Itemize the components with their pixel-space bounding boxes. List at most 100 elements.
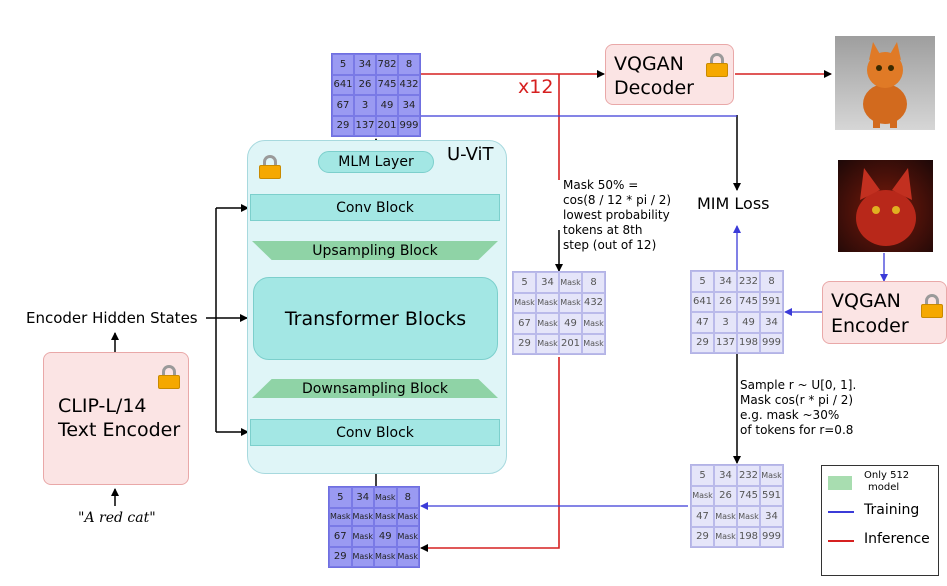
token-cell: 26 — [714, 485, 737, 506]
token-cell: 745 — [737, 485, 760, 506]
token-cell: 591 — [760, 291, 783, 312]
token-cell: Mask — [351, 526, 374, 547]
token-cell: 34 — [351, 487, 374, 508]
token-cell: 201 — [376, 115, 398, 136]
token-cell: 34 — [398, 95, 420, 116]
token-cell: 67 — [513, 313, 536, 334]
uvit-label: U-ViT — [447, 144, 494, 165]
legend-only512-line1: Only 512 — [864, 470, 910, 481]
token-cell: 198 — [737, 526, 760, 547]
lock-icon — [158, 365, 180, 389]
lock-icon — [259, 155, 281, 179]
clip-title: CLIP-L/14 — [58, 395, 147, 417]
token-cell: Mask — [374, 487, 397, 508]
token-cell: 8 — [396, 487, 419, 508]
token-cell: 34 — [760, 506, 783, 527]
token-cell: Mask — [559, 272, 582, 293]
token-cell: 5 — [691, 465, 714, 486]
vqgan-decoder-title: VQGAN — [614, 53, 684, 75]
token-cell: Mask — [582, 333, 605, 354]
token-cell: 26 — [354, 74, 376, 95]
token-cell: Mask — [536, 292, 559, 313]
mask-note-line: Mask 50% = — [563, 178, 639, 192]
vqgan-encoder-subtitle: Encoder — [831, 315, 909, 337]
token-cell: 137 — [354, 115, 376, 136]
token-cell: 8 — [760, 271, 783, 292]
legend-inference: Inference — [864, 531, 930, 547]
token-cell: 34 — [760, 312, 783, 333]
token-cell: Mask — [396, 546, 419, 567]
clip-subtitle: Text Encoder — [58, 419, 181, 441]
token-cell: 3 — [714, 312, 737, 333]
token-cell: 49 — [737, 312, 760, 333]
token-cell: 591 — [760, 485, 783, 506]
token-cell: 67 — [329, 526, 352, 547]
token-cell: 641 — [691, 291, 714, 312]
token-cell: 5 — [329, 487, 352, 508]
legend-only512-line2: model — [868, 482, 900, 493]
token-cell: Mask — [536, 333, 559, 354]
cat-illustration — [856, 168, 916, 246]
token-cell: Mask — [536, 313, 559, 334]
token-cell: 432 — [398, 74, 420, 95]
conv-block-bottom: Conv Block — [250, 419, 500, 446]
token-cell: 29 — [513, 333, 536, 354]
clip-text-encoder: CLIP-L/14 Text Encoder — [43, 352, 189, 485]
mask-note: Mask 50% = cos(8 / 12 * pi / 2) lowest p… — [563, 178, 671, 253]
mask-note-line: tokens at 8th — [563, 223, 643, 237]
prompt-text: "A red cat" — [78, 510, 156, 526]
token-cell: 29 — [691, 332, 714, 353]
generated-cat-image — [835, 36, 935, 130]
token-cell: 999 — [398, 115, 420, 136]
token-cell: 232 — [737, 465, 760, 486]
token-cell: 47 — [691, 312, 714, 333]
sample-note: Sample r ~ U[0, 1]. Mask cos(r * pi / 2)… — [740, 378, 856, 438]
vqgan-decoder: VQGAN Decoder — [605, 44, 734, 105]
token-cell: 137 — [714, 332, 737, 353]
token-cell: Mask — [396, 526, 419, 547]
token-cell: Mask — [737, 506, 760, 527]
token-cell: 5 — [513, 272, 536, 293]
mask-note-line: cos(8 / 12 * pi / 2) — [563, 193, 672, 207]
legend-training: Training — [864, 502, 920, 518]
token-cell: 745 — [737, 291, 760, 312]
token-cell: 198 — [737, 332, 760, 353]
lock-icon — [921, 294, 943, 318]
sample-note-line: Sample r ~ U[0, 1]. — [740, 378, 857, 392]
legend-swatch-inference — [828, 540, 854, 542]
token-cell: Mask — [513, 292, 536, 313]
lock-icon — [706, 53, 728, 77]
sample-note-line: of tokens for r=0.8 — [740, 423, 854, 437]
token-cell: 67 — [332, 95, 354, 116]
vqgan-decoder-subtitle: Decoder — [614, 77, 694, 99]
token-cell: 641 — [332, 74, 354, 95]
token-cell: 999 — [760, 332, 783, 353]
token-cell: 34 — [354, 54, 376, 75]
token-cell: 3 — [354, 95, 376, 116]
token-cell: Mask — [582, 313, 605, 334]
token-cell: Mask — [351, 546, 374, 567]
input-cat-image — [838, 160, 933, 252]
token-cell: Mask — [691, 485, 714, 506]
legend-only512: Only 512 model — [864, 470, 909, 494]
mask-note-line: step (out of 12) — [563, 238, 657, 252]
conv-block-top: Conv Block — [250, 194, 500, 221]
encoder-hidden-states-label: Encoder Hidden States — [26, 309, 198, 327]
token-cell: 5 — [332, 54, 354, 75]
token-cell: Mask — [374, 546, 397, 567]
mim-loss-label: MIM Loss — [697, 194, 770, 213]
token-cell: 49 — [559, 313, 582, 334]
token-cell: 49 — [374, 526, 397, 547]
token-cell: 8 — [398, 54, 420, 75]
token-cell: Mask — [351, 507, 374, 526]
legend-swatch-training — [828, 511, 854, 513]
token-cell: 782 — [376, 54, 398, 75]
token-cell: Mask — [760, 465, 783, 486]
